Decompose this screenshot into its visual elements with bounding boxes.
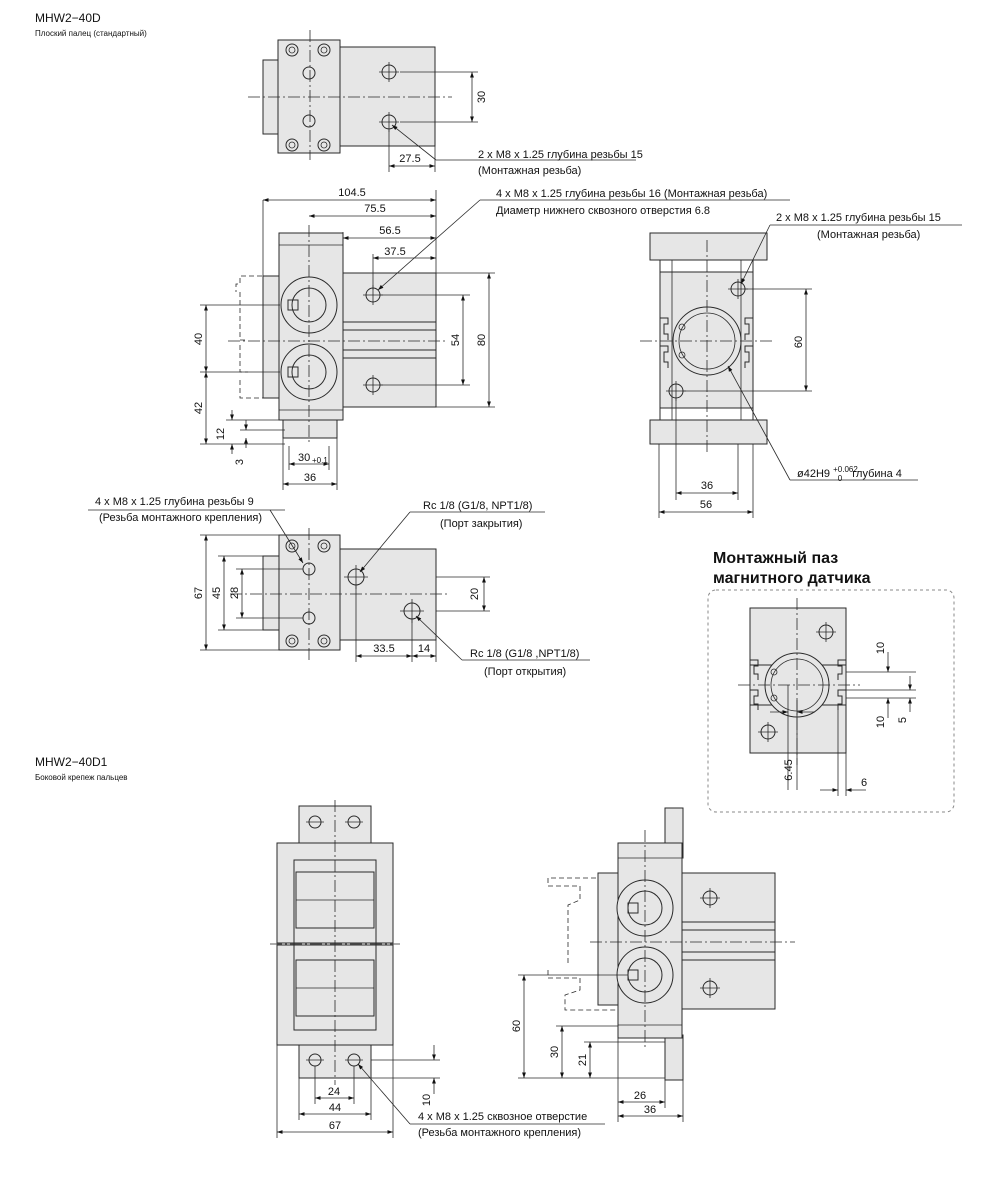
hole [285,539,299,553]
hole [816,622,836,642]
callout-front-thread-1: 4 x M8 x 1.25 глубина резьбы 16 (Монтажн… [496,188,767,200]
hole [700,888,720,908]
dim-sensor-10b: 10 [875,716,887,728]
dim-d1s-26: 26 [634,1090,646,1102]
dim-sensor-6: 6 [861,777,867,789]
callout-through-2: (Резьба монтажного крепления) [418,1127,581,1139]
side-view: 60 36 56 2 x M8 x 1.25 глубина резьбы 15… [640,212,962,518]
hole [317,634,331,648]
hole [285,43,299,57]
callout-side-thread-1: 2 x M8 x 1.25 глубина резьбы 15 [776,212,941,224]
dim-ports-20: 20 [469,588,481,600]
d1-side-view: 60 30 21 26 36 [511,807,795,1122]
hole [285,634,299,648]
callout-mount-thread-2: (Резьба монтажного крепления) [99,512,262,524]
dim-front-40: 40 [193,333,205,345]
dim-sensor-6-45: 6.45 [783,759,795,780]
section-top-model: MHW2−40D [35,11,101,25]
sensor-heading-2: магнитного датчика [713,570,871,587]
section-bottom-caption: Боковой крепеж пальцев [35,773,128,782]
dim-side-56: 56 [700,499,712,511]
dim-ports-33-5: 33.5 [373,643,394,655]
d1-front-view: 24 44 67 10 4 x M8 x 1.25 сквозное отвер… [270,800,605,1139]
dim-front-36: 36 [304,472,316,484]
hole [317,539,331,553]
callout-front-thread-2: Диаметр нижнего сквозного отверстия 6.8 [496,205,710,217]
dim-d1s-21: 21 [577,1054,589,1066]
sensor-heading-1: Монтажный паз [713,550,838,567]
callout-top-thread-2: (Монтажная резьба) [478,165,581,177]
callout-port-close-1: Rc 1/8 (G1/8, NPT1/8) [423,500,532,512]
hole [758,722,778,742]
dim-top-27-5: 27.5 [399,153,420,165]
dim-side-36: 36 [701,480,713,492]
callout-side-thread-2: (Монтажная резьба) [817,229,920,241]
dim-front-37-5: 37.5 [384,246,405,258]
dim-d1-67: 67 [329,1120,341,1132]
dim-front-80: 80 [476,334,488,346]
dim-ports-67: 67 [193,587,205,599]
hole [379,112,399,132]
sensor-groove-detail: Монтажный паз магнитного датчика 10 10 5… [707,550,955,813]
dim-d1-24: 24 [328,1086,340,1098]
callout-top-thread-1: 2 x M8 x 1.25 глубина резьбы 15 [478,149,643,161]
dim-front-54: 54 [450,334,462,346]
callout-port-open-2: (Порт открытия) [484,666,566,678]
hole [285,138,299,152]
section-top-caption: Плоский палец (стандартный) [35,29,147,38]
callout-port-open-1: Rc 1/8 (G1/8 ,NPT1/8) [470,648,579,660]
hole [306,815,324,829]
dim-d1s-60: 60 [511,1020,523,1032]
hole [317,43,331,57]
hole [317,138,331,152]
dim-ports-28: 28 [229,587,241,599]
callout-through-1: 4 x M8 x 1.25 сквозное отверстие [418,1111,587,1123]
dim-front-104-5: 104.5 [338,187,366,199]
dim-front-30: 30 [298,452,310,464]
dim-side-60: 60 [793,336,805,348]
dim-front-3: 3 [234,459,246,465]
hole [728,279,748,299]
dim-sensor-5: 5 [897,717,909,723]
hole [700,978,720,998]
dim-d1s-36: 36 [644,1104,656,1116]
dim-d1-10: 10 [421,1094,433,1106]
hole [302,114,316,128]
dim-front-75-5: 75.5 [364,203,385,215]
ports-view: 67 45 28 20 33.5 14 4 x M8 x 1.25 глубин… [88,496,590,678]
section-bottom-model: MHW2−40D1 [35,755,108,769]
hole [345,815,363,829]
callout-port-close-2: (Порт закрытия) [440,518,522,530]
hole [302,66,316,80]
dim-top-30: 30 [476,91,488,103]
top-view: 30 27.5 2 x M8 x 1.25 глубина резьбы 15 … [248,30,643,177]
dim-ports-14: 14 [418,643,430,655]
dim-sensor-10a: 10 [875,642,887,654]
dim-front-56-5: 56.5 [379,225,400,237]
dim-ports-45: 45 [211,587,223,599]
callout-mount-thread-1: 4 x M8 x 1.25 глубина резьбы 9 [95,496,254,508]
dim-front-12: 12 [215,428,227,440]
dim-d1s-30: 30 [549,1046,561,1058]
dim-front-42: 42 [193,402,205,414]
dim-front-30-tol: +0.1 [312,456,328,465]
front-view: 104.5 75.5 56.5 37.5 54 80 40 42 12 3 [193,187,790,490]
hole [379,62,399,82]
dim-d1-44: 44 [329,1102,341,1114]
